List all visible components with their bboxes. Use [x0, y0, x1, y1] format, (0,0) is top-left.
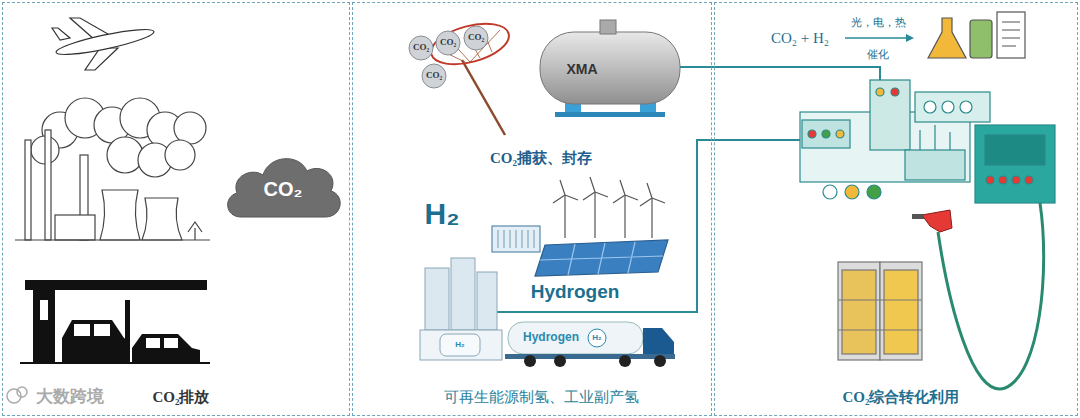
hydrogen-truck	[505, 322, 675, 367]
pipeline	[478, 67, 880, 312]
hydrogen-plant	[420, 258, 502, 360]
capture-net	[409, 16, 513, 135]
storage-tank	[540, 20, 680, 117]
co2-bubble: CO₂	[426, 71, 442, 81]
co2-bubble: CO₂	[440, 38, 456, 48]
h2-badge: H₂	[455, 341, 464, 350]
co2-bubble: CO₂	[413, 43, 429, 53]
node-label: CO₂排放	[153, 389, 210, 406]
reaction-condition: 催化	[867, 48, 889, 60]
node-label: 可再生能源制氢、工业副产氢	[444, 389, 639, 406]
tank-logo: XMA	[566, 62, 597, 77]
reaction-condition: 光，电，热	[851, 16, 906, 28]
watermark: 大数跨境	[36, 387, 104, 406]
node-label: CO₂综合转化利用	[843, 389, 960, 406]
fuel-pump	[912, 203, 1044, 389]
co2-cloud: CO₂	[221, 147, 345, 225]
reaction-equation: CO₂ + H₂	[771, 30, 829, 47]
conversion-machine	[800, 80, 1055, 203]
wind-solar	[492, 177, 668, 276]
panel: CO₂综合转化利用	[714, 2, 1078, 416]
factory-icon	[15, 98, 210, 240]
h2-badge: H₂	[592, 334, 601, 343]
node-label: CO₂捕获、封存	[490, 150, 592, 167]
watermark-logo	[7, 387, 27, 403]
hydrogen-title: Hydrogen	[531, 282, 620, 303]
co2-bubble: CO₂	[468, 33, 484, 43]
panel: CO₂捕获、封存可再生能源制氢、工业副产氢	[352, 2, 712, 416]
cloud-outline	[228, 159, 341, 217]
oil-barrels	[838, 262, 922, 360]
gas-station-icon	[20, 280, 210, 363]
truck-label: Hydrogen	[523, 331, 579, 344]
product-icons	[928, 12, 1025, 58]
reaction-arrow	[845, 34, 914, 42]
node-label: CO₂	[264, 178, 303, 200]
panel: CO₂排放 CO₂	[2, 2, 350, 416]
h2-title: H₂	[425, 197, 460, 230]
airplane-icon	[52, 18, 155, 70]
